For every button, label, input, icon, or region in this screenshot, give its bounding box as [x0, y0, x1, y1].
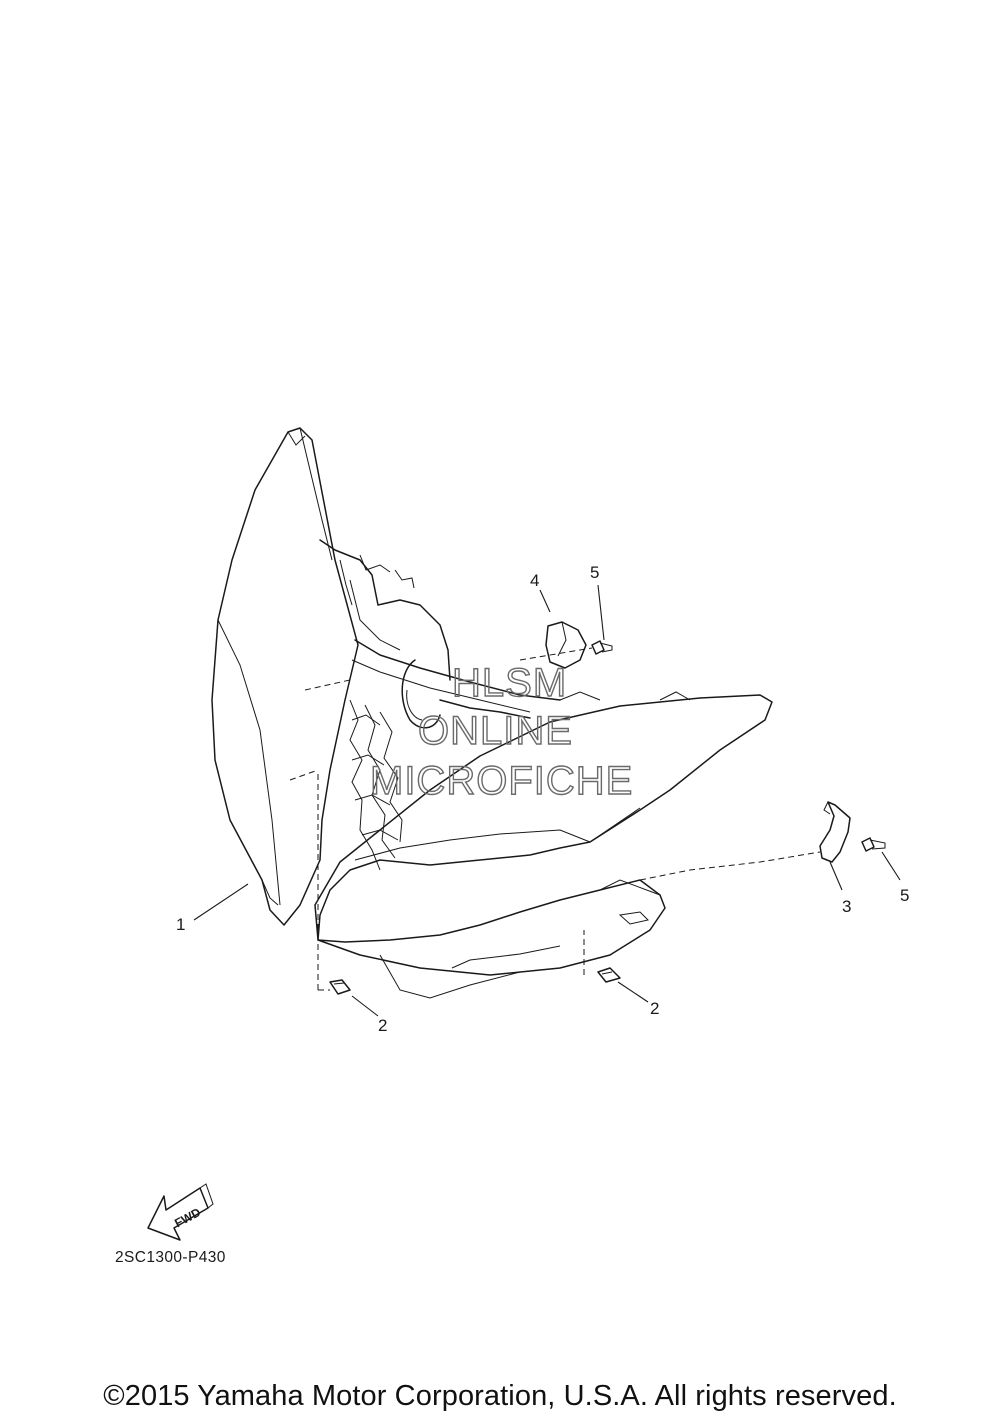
- callout-4: 4: [530, 571, 539, 590]
- callout-5-upper: 5: [590, 563, 599, 582]
- callout-1: 1: [176, 915, 185, 934]
- part-2-nut-left: [317, 770, 379, 1017]
- copyright-notice: ©2015 Yamaha Motor Corporation, U.S.A. A…: [103, 1380, 897, 1412]
- watermark: HLSM ONLINE MICROFICHE: [369, 660, 633, 803]
- headlight-lens-housing: [314, 694, 773, 999]
- diagram-code: 2SC1300-P430: [115, 1249, 226, 1266]
- part-5-screw-upper: [519, 584, 613, 661]
- callout-2-right: 2: [650, 999, 659, 1018]
- watermark-line-2: ONLINE: [418, 709, 573, 753]
- fwd-label: FWD: [172, 1205, 203, 1230]
- mount-dash-upper: [304, 679, 351, 691]
- part-3-clip: [639, 801, 851, 891]
- part-2-nut-right: [583, 930, 649, 1003]
- part-1-headlight-cowl: [211, 427, 359, 926]
- mount-dash-left: [289, 769, 319, 781]
- leader-part-1: [193, 883, 249, 921]
- part-4-bracket: [539, 589, 587, 669]
- part-5-screw-lower: [861, 837, 901, 881]
- callout-5-lower: 5: [900, 886, 909, 905]
- watermark-line-1: HLSM: [452, 661, 567, 705]
- callout-3: 3: [842, 897, 851, 916]
- headlight-internals: [319, 539, 691, 871]
- fwd-arrow-icon: FWD: [147, 1183, 214, 1241]
- callout-2-left: 2: [378, 1016, 387, 1035]
- watermark-line-3: MICROFICHE: [370, 759, 633, 803]
